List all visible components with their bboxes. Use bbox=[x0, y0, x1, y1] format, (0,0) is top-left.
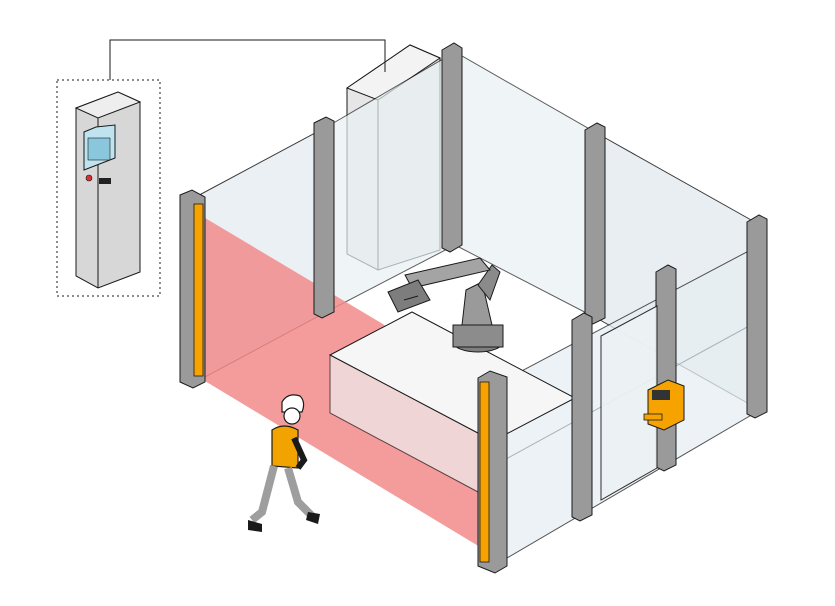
control-cabinet-icon bbox=[56, 79, 161, 297]
connection-wire bbox=[109, 39, 386, 80]
light-curtain-emitter bbox=[179, 189, 206, 389]
access-door bbox=[600, 305, 658, 501]
door-interlock bbox=[643, 379, 685, 431]
light-curtain-receiver bbox=[477, 370, 508, 574]
worker bbox=[248, 394, 320, 532]
robot-arm bbox=[387, 257, 504, 353]
